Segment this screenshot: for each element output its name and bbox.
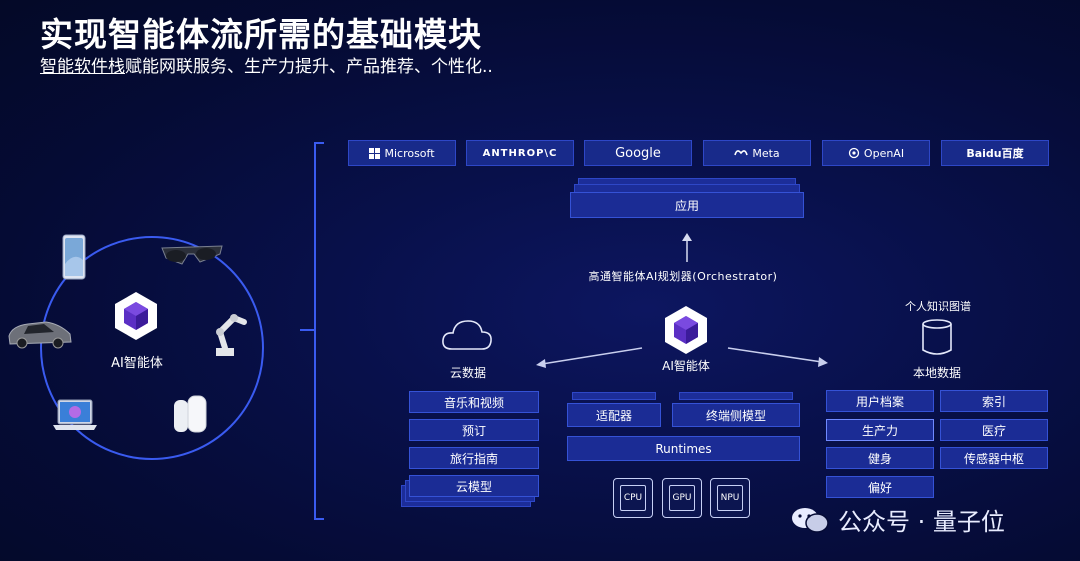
cloud-icon xyxy=(442,320,492,350)
phone-icon xyxy=(62,234,86,280)
vendor-name: Baidu百度 xyxy=(966,147,1024,160)
up-arrow-icon xyxy=(682,233,692,262)
laptop-icon xyxy=(53,399,97,430)
npu-chip-icon: NPU xyxy=(710,478,750,518)
bracket-tick xyxy=(300,329,316,331)
cloud-item: 云模型 xyxy=(409,475,539,497)
watermark-text: 公众号 · 量子位 xyxy=(838,508,1005,536)
car-icon xyxy=(8,321,72,349)
cloud-item: 旅行指南 xyxy=(409,447,539,469)
local-item: 健身 xyxy=(826,447,934,469)
chip-label: CPU xyxy=(620,485,646,511)
device-model-box: 终端侧模型 xyxy=(672,403,800,427)
vendor-anthropic: ANTHROP\C xyxy=(466,140,574,166)
meta-logo-icon xyxy=(734,150,749,156)
subtitle-highlight: 智能软件栈 xyxy=(40,57,125,77)
left-arrow-icon xyxy=(536,347,643,368)
local-item: 用户档案 xyxy=(826,390,934,412)
page-title: 实现智能体流所需的基础模块 xyxy=(40,15,482,54)
runtimes-box: Runtimes xyxy=(567,436,800,461)
device-model-stack-back xyxy=(679,392,793,400)
subtitle-rest: 赋能网联服务、生产力提升、产品推荐、个性化.. xyxy=(125,57,493,77)
local-item: 生产力 xyxy=(826,419,934,441)
cloud-item: 音乐和视频 xyxy=(409,391,539,413)
cloud-item: 预订 xyxy=(409,419,539,441)
vendor-microsoft: Microsoft xyxy=(348,140,456,166)
smart-speaker-icon xyxy=(174,395,207,433)
robot-arm-icon xyxy=(216,314,247,356)
gpu-chip-icon: GPU xyxy=(662,478,702,518)
right-arrow-icon xyxy=(727,347,828,367)
local-item: 索引 xyxy=(940,390,1048,412)
adapter-box: 适配器 xyxy=(567,403,661,427)
watermark: 公众号 · 量子位 xyxy=(790,502,1005,537)
vendor-name: ANTHROP\C xyxy=(482,147,558,159)
vendor-baidu: Baidu百度 xyxy=(941,140,1049,166)
ai-agent-logo-icon xyxy=(115,292,157,340)
wechat-icon xyxy=(792,507,829,533)
center-label: AI智能体 xyxy=(662,359,710,373)
app-box: 应用 xyxy=(570,192,804,218)
chip-label: GPU xyxy=(669,485,695,511)
vendor-name: Google xyxy=(615,145,661,161)
page-subtitle: 智能软件栈赋能网联服务、生产力提升、产品推荐、个性化.. xyxy=(40,52,493,77)
vendor-google: Google xyxy=(584,140,692,166)
microsoft-logo-icon xyxy=(369,147,381,159)
orchestrator-label: 高通智能体AI规划器(Orchestrator) xyxy=(588,270,778,283)
local-item: 医疗 xyxy=(940,419,1048,441)
vendor-name: Microsoft xyxy=(384,146,435,160)
local-data-label: 本地数据 xyxy=(912,366,961,380)
cloud-data-label: 云数据 xyxy=(449,366,486,380)
openai-logo-icon xyxy=(848,147,860,159)
database-icon xyxy=(922,319,952,355)
vendor-meta: Meta xyxy=(703,140,811,166)
device-ring xyxy=(40,236,264,460)
chip-label: NPU xyxy=(717,485,743,511)
smart-glasses-icon xyxy=(161,245,223,265)
center-ai-agent-logo-icon xyxy=(665,306,707,354)
left-center-label: AI智能体 xyxy=(111,356,163,371)
knowledge-graph-label: 个人知识图谱 xyxy=(905,300,971,313)
local-item: 传感器中枢 xyxy=(940,447,1048,469)
adapter-stack-back xyxy=(572,392,656,400)
vendor-name: Meta xyxy=(752,146,780,160)
cpu-chip-icon: CPU xyxy=(613,478,653,518)
vendor-openai: OpenAI xyxy=(822,140,930,166)
local-item: 偏好 xyxy=(826,476,934,498)
vendor-name: OpenAI xyxy=(863,146,905,160)
bracket-divider xyxy=(314,142,324,520)
